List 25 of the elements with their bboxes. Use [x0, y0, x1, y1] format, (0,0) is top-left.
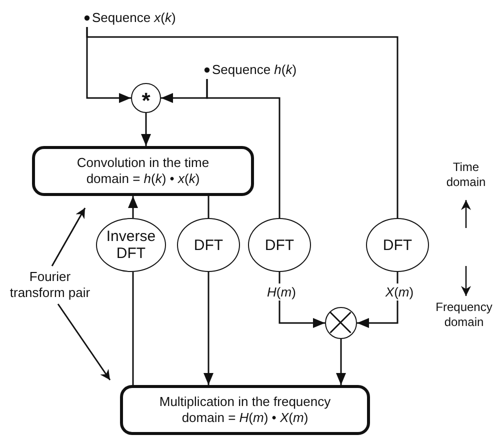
sequence-label: Sequence x(k) — [92, 10, 176, 26]
arrow — [141, 113, 151, 146]
process-box: Multiplication in the frequency domain = H(m) • X(m) — [120, 385, 370, 435]
connector-line — [208, 196, 210, 218]
transform-ellipse: Inverse DFT — [96, 218, 166, 272]
connector-line — [132, 272, 134, 385]
connector-line — [206, 79, 280, 218]
transform-ellipse: DFT — [366, 218, 429, 272]
process-box: Convolution in the time domain = h(k) • x(k) — [32, 146, 254, 196]
arrow — [57, 304, 111, 380]
arrow — [128, 196, 138, 218]
edge-label: X(m) — [383, 284, 416, 300]
edge-label: H(m) — [265, 284, 298, 300]
arrow — [204, 272, 214, 385]
multiplier-circle — [325, 307, 357, 339]
annotation-text: Fourier transform pair — [8, 269, 92, 301]
arrow — [336, 339, 346, 385]
domain-label: Time domain — [445, 160, 487, 190]
operator-circle: * — [131, 83, 161, 113]
sequence-label: Sequence h(k) — [212, 62, 297, 78]
arrow — [51, 208, 86, 266]
domain-label: Frequency domain — [434, 300, 494, 330]
transform-ellipse: DFT — [177, 218, 240, 272]
transform-ellipse: DFT — [248, 218, 311, 272]
connector-line — [86, 27, 398, 218]
